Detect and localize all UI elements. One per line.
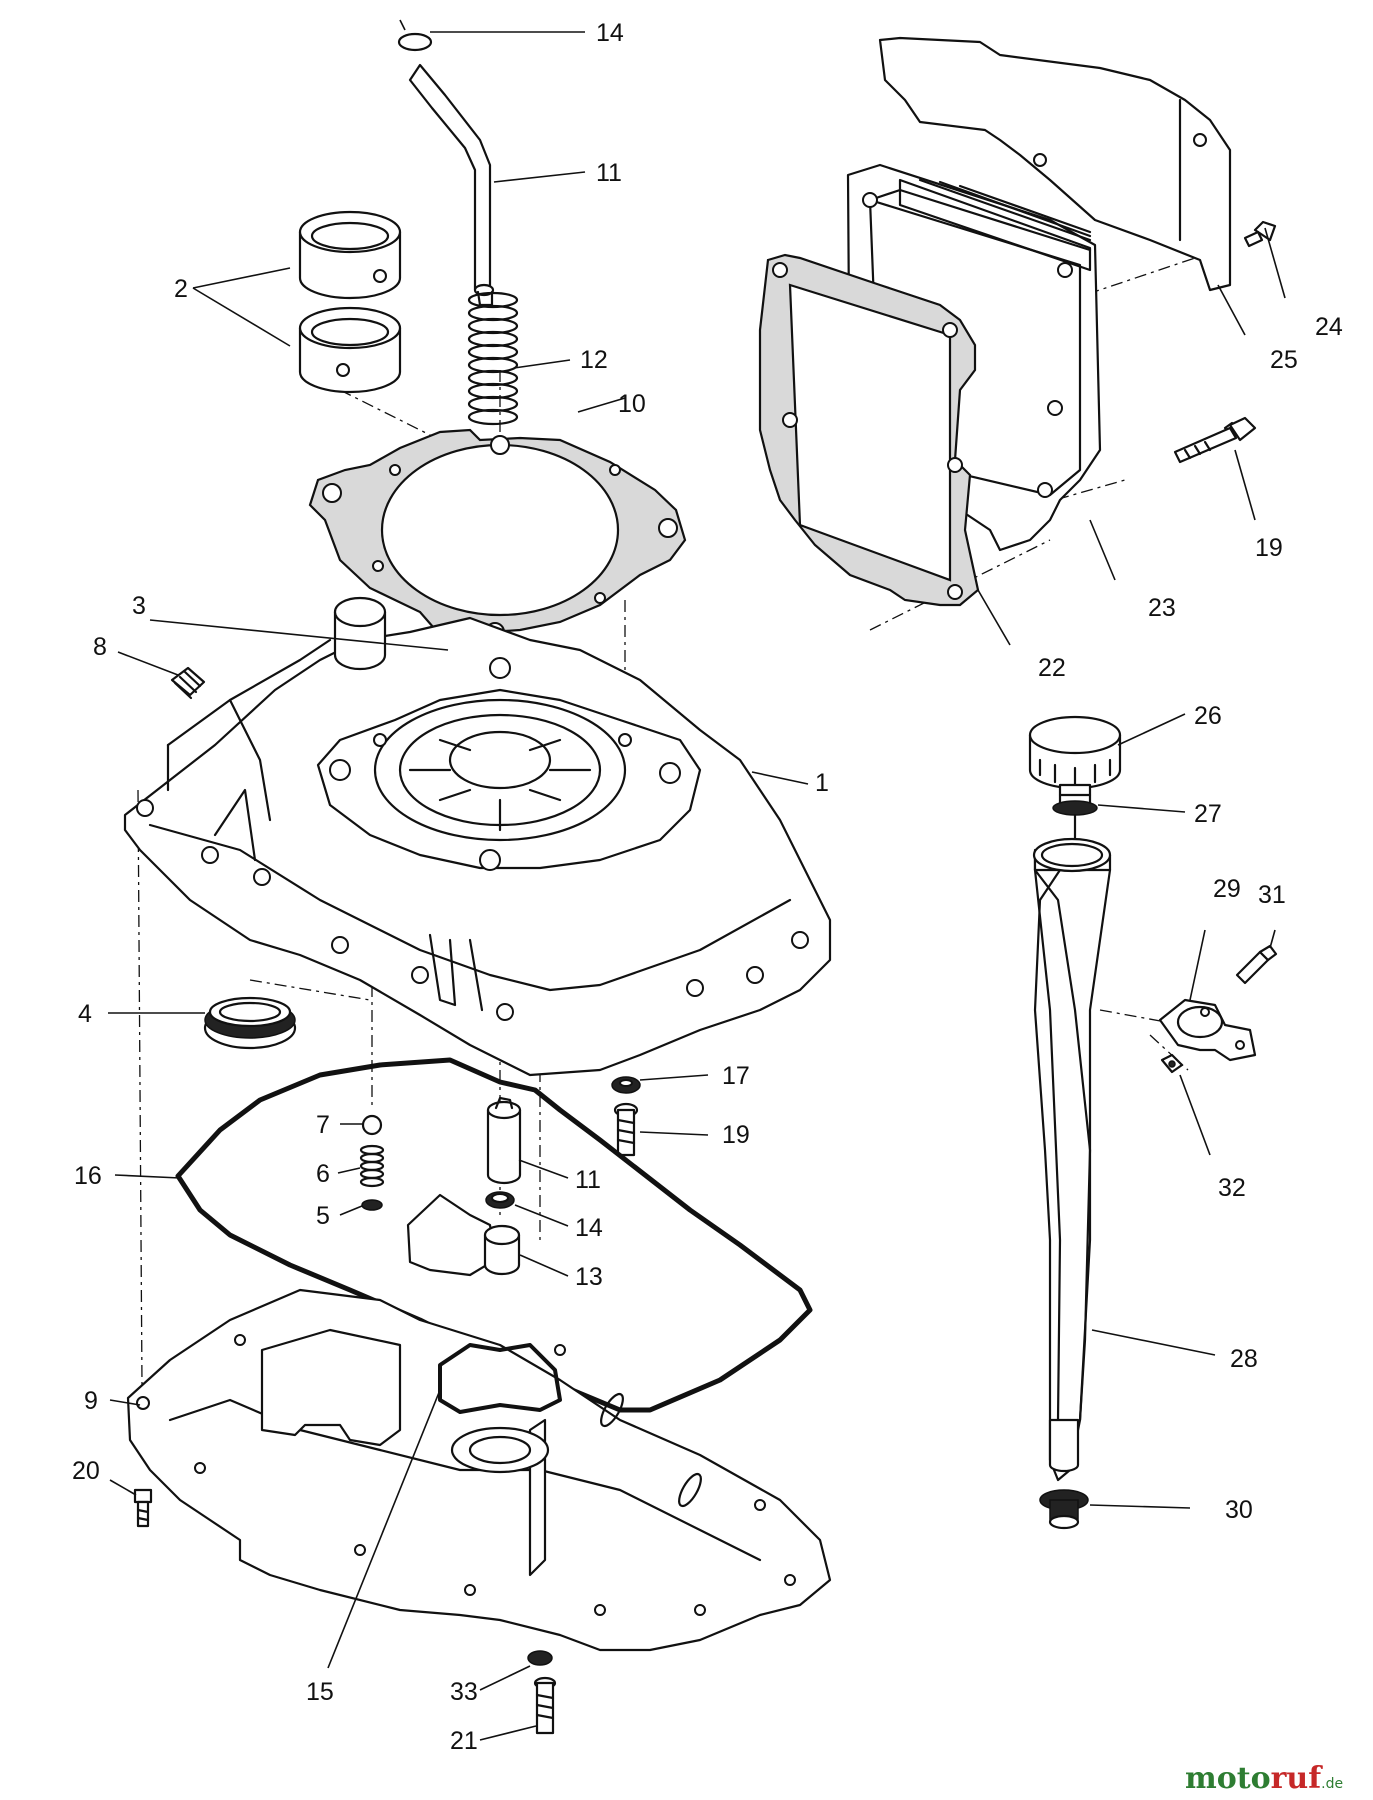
part-4-seal bbox=[203, 996, 297, 1050]
part-8-plug bbox=[170, 666, 206, 700]
part-11-breather-tube bbox=[408, 63, 495, 307]
watermark-logo: motoruf.de bbox=[1185, 1761, 1343, 1796]
part-14-o-ring-top bbox=[397, 19, 433, 52]
callout-25: 25 bbox=[1270, 346, 1298, 374]
part-26-dipstick-cap bbox=[1028, 715, 1122, 807]
callout-1: 1 bbox=[815, 769, 829, 797]
part-22-gasket bbox=[758, 253, 980, 607]
part-24-bolt bbox=[1243, 220, 1277, 248]
leader-lines bbox=[108, 31, 1286, 1741]
part-5-plug bbox=[361, 1199, 383, 1211]
callout-5: 5 bbox=[316, 1202, 330, 1230]
part-27-o-ring bbox=[1052, 800, 1098, 840]
callout-8: 8 bbox=[93, 633, 107, 661]
part-19-bolt-top bbox=[1173, 416, 1257, 464]
callout-17: 17 bbox=[722, 1062, 750, 1090]
part-11-pickup-tube bbox=[486, 1096, 522, 1185]
part-6-spring bbox=[359, 1144, 385, 1188]
callout-20: 20 bbox=[72, 1457, 100, 1485]
callout-14-bottom: 14 bbox=[575, 1214, 603, 1242]
part-25-shield-plate bbox=[878, 36, 1232, 292]
callout-7: 7 bbox=[316, 1111, 330, 1139]
svg-text:motoruf.de: motoruf.de bbox=[1185, 1761, 1343, 1796]
callout-16: 16 bbox=[74, 1162, 102, 1190]
part-20-bolt bbox=[133, 1488, 153, 1528]
part-2-bearings bbox=[298, 210, 402, 394]
watermark-moto: moto bbox=[1185, 1761, 1271, 1796]
part-12-spring bbox=[467, 291, 519, 426]
part-32-nut bbox=[1160, 1053, 1184, 1074]
callout-2: 2 bbox=[174, 275, 188, 303]
callout-11-top: 11 bbox=[596, 159, 622, 187]
callout-33: 33 bbox=[450, 1678, 478, 1706]
part-7-ball bbox=[361, 1114, 383, 1136]
part-31-screw bbox=[1235, 944, 1278, 985]
callout-12: 12 bbox=[580, 346, 608, 374]
callout-19-top: 19 bbox=[1255, 534, 1283, 562]
part-28-dipstick-tube bbox=[1032, 837, 1112, 1482]
callout-31: 31 bbox=[1258, 881, 1286, 909]
callout-22: 22 bbox=[1038, 654, 1066, 682]
part-30-grommet bbox=[1039, 1489, 1089, 1530]
callout-19-bottom: 19 bbox=[722, 1121, 750, 1149]
callout-9: 9 bbox=[84, 1387, 98, 1415]
part-1-sump-housing bbox=[123, 596, 832, 1077]
part-29-clamp bbox=[1158, 998, 1257, 1062]
callout-11-bottom: 11 bbox=[575, 1166, 601, 1194]
callout-28: 28 bbox=[1230, 1345, 1258, 1373]
callout-23: 23 bbox=[1148, 594, 1176, 622]
callout-26: 26 bbox=[1194, 702, 1222, 730]
callout-24: 24 bbox=[1315, 313, 1343, 341]
callout-3: 3 bbox=[132, 592, 146, 620]
part-9-oil-pan bbox=[126, 1288, 832, 1652]
part-19-bolt-bottom bbox=[613, 1102, 639, 1157]
callout-labels: 14 11 2 12 10 3 8 1 4 17 19 7 6 16 5 11 … bbox=[72, 19, 1343, 1755]
callout-21: 21 bbox=[450, 1727, 478, 1755]
callout-10: 10 bbox=[618, 390, 646, 418]
watermark-suffix: .de bbox=[1321, 1776, 1343, 1792]
part-13-pickup-screen bbox=[406, 1193, 521, 1277]
part-10-gasket bbox=[308, 428, 687, 642]
part-21-bolt bbox=[533, 1676, 557, 1735]
callout-13: 13 bbox=[575, 1263, 603, 1291]
watermark-ruf: ruf bbox=[1271, 1761, 1324, 1796]
callout-15: 15 bbox=[306, 1678, 334, 1706]
callout-4: 4 bbox=[78, 1000, 92, 1028]
callout-32: 32 bbox=[1218, 1174, 1246, 1202]
part-33-washer bbox=[527, 1650, 553, 1666]
part-17-washer bbox=[611, 1076, 641, 1094]
callout-30: 30 bbox=[1225, 1496, 1253, 1524]
callout-27: 27 bbox=[1194, 800, 1222, 828]
callout-6: 6 bbox=[316, 1160, 330, 1188]
callout-14-top: 14 bbox=[596, 19, 624, 47]
callout-29: 29 bbox=[1213, 875, 1241, 903]
part-14-o-ring-bottom bbox=[485, 1191, 515, 1209]
